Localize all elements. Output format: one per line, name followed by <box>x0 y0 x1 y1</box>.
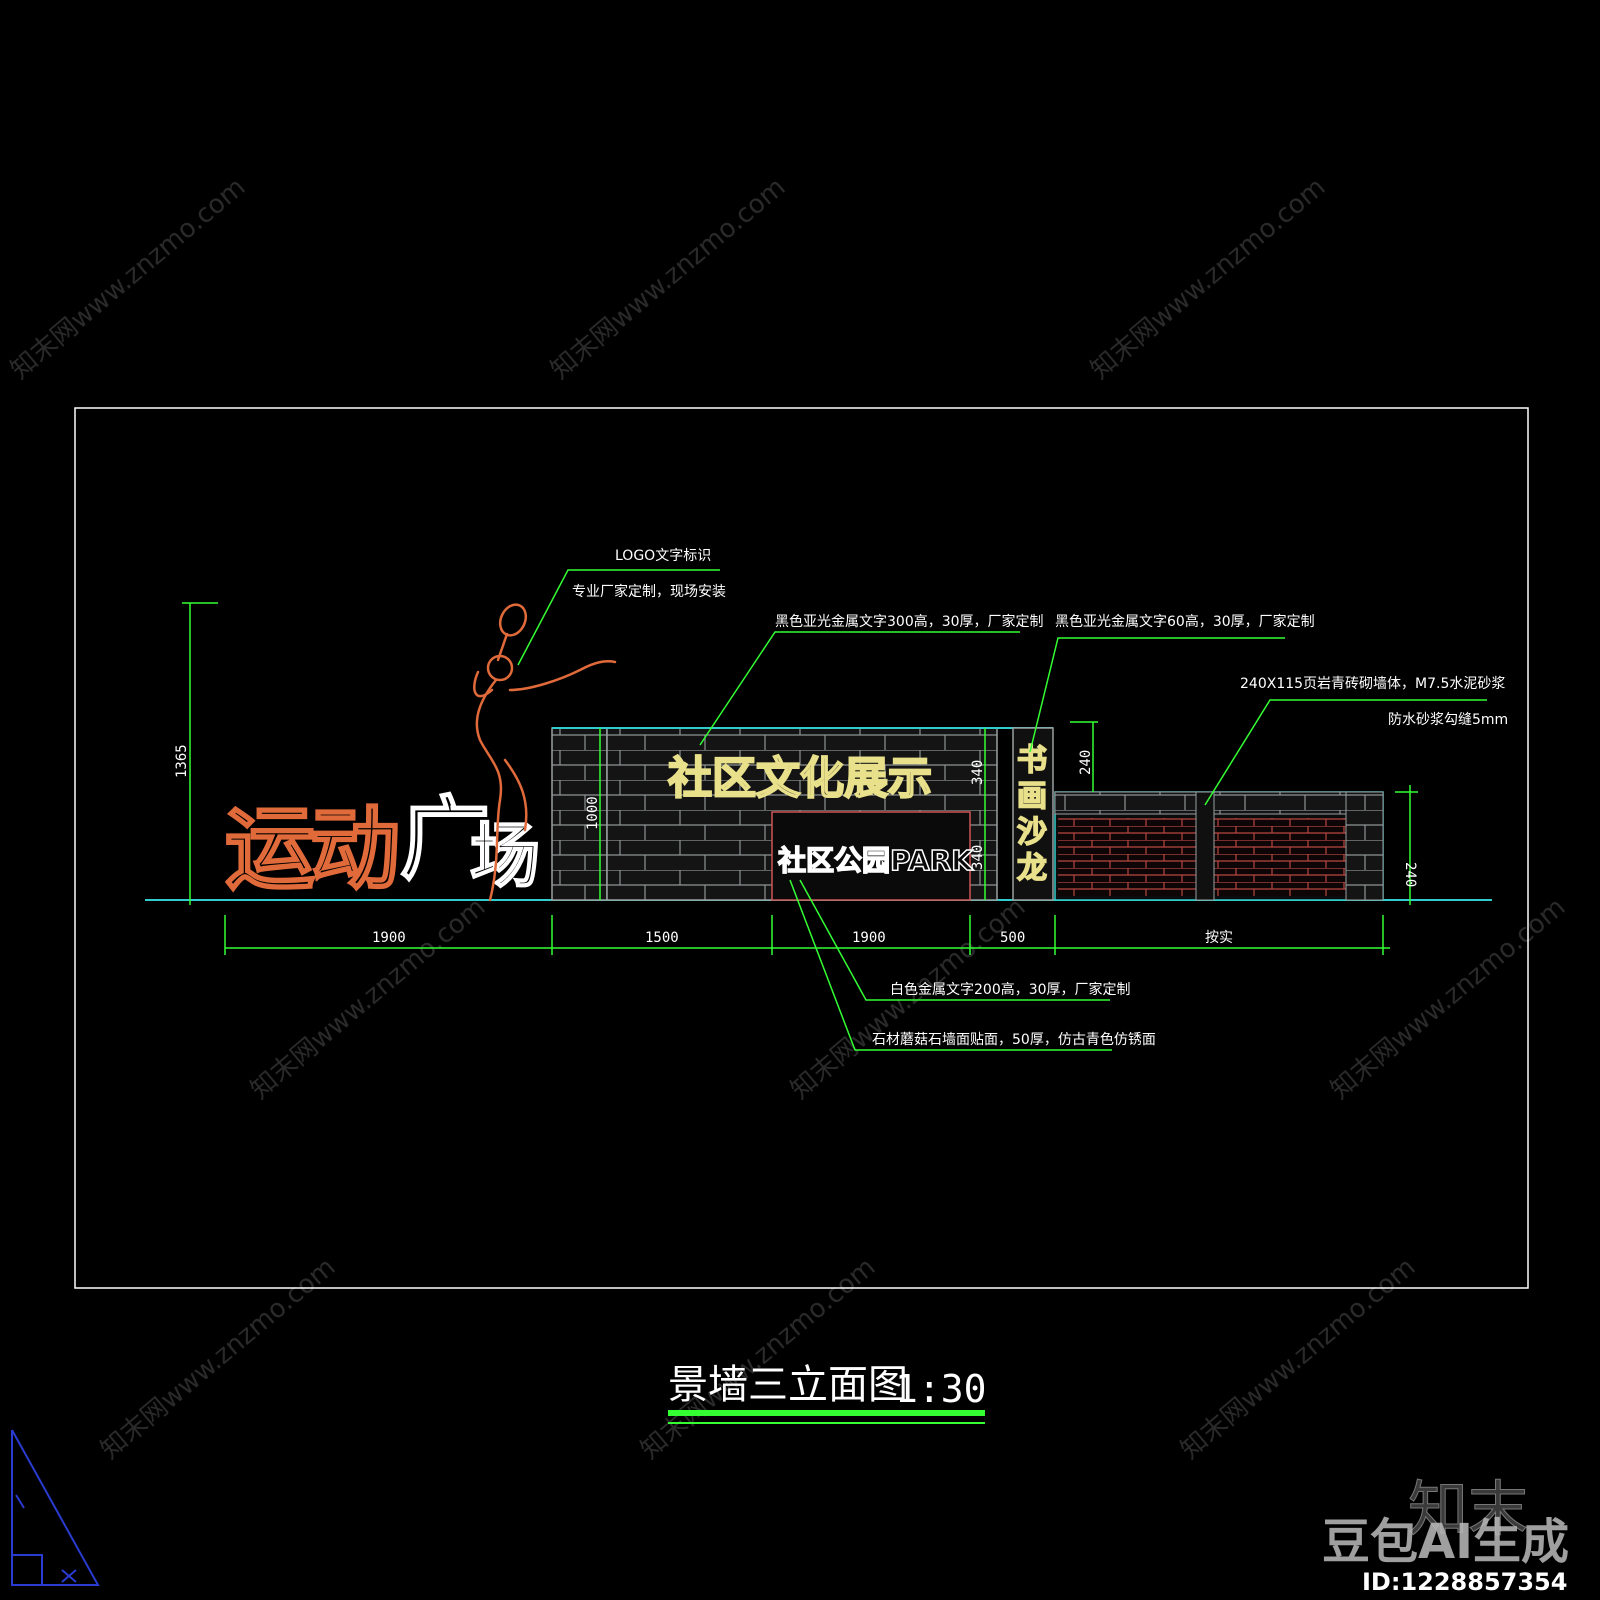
watermark-site-text: 知末网www.znzmo.com <box>1175 1252 1421 1465</box>
brand-watermark: 知末 <box>1408 1475 1528 1545</box>
main-display-wall: 社区文化展示 社区公园PARK <box>552 727 1053 901</box>
note-stone-cladding: 石材蘑菇石墙面贴面，50厚，仿古青色仿锈面 <box>872 1031 1156 1048</box>
note-logo-title: LOGO文字标识 <box>615 548 711 564</box>
dim-side-lower: 340 <box>970 845 986 870</box>
dimension-texts: 1365 1000 340 340 240 240 1900 1500 1900… <box>174 744 1418 946</box>
brick-fence <box>1054 791 1384 901</box>
watermark-site-text: 知末网www.znzmo.com <box>635 1252 881 1465</box>
sport-char-2: 动 <box>310 797 400 902</box>
dim-side-upper: 340 <box>970 760 986 785</box>
drawing-id: ID:1228857354 <box>1362 1568 1567 1596</box>
watermark-site-text: 知末网www.znzmo.com <box>5 172 251 385</box>
sport-char-4: 场 <box>470 815 540 897</box>
drawing-title: 景墙三立面图 <box>668 1362 908 1408</box>
dim-fence-top: 240 <box>1078 750 1094 775</box>
dim-span-2: 1500 <box>645 930 679 946</box>
watermark-site-text: 知末网www.znzmo.com <box>245 892 491 1105</box>
watermark-site-text: 知末网www.znzmo.com <box>785 892 1031 1105</box>
dim-span-5: 按实 <box>1205 930 1233 946</box>
ai-generated-tag: 豆包AI生成 <box>1322 1514 1569 1570</box>
drawing-scale: 1:30 <box>895 1367 987 1411</box>
dimension-lines <box>182 602 1418 955</box>
dim-span-1: 1900 <box>372 930 406 946</box>
stone-wall-left <box>551 727 608 901</box>
dim-wall-height: 1000 <box>585 796 601 830</box>
dim-fence-height: 240 <box>1402 862 1418 887</box>
dim-span-3: 1900 <box>852 930 886 946</box>
note-side-text: 黑色亚光金属文字60高，30厚，厂家定制 <box>1055 613 1315 630</box>
leader-lines <box>517 569 1487 1051</box>
note-park-text: 白色金属文字200高，30厚，厂家定制 <box>890 981 1131 998</box>
park-sign-panel <box>771 811 971 901</box>
side-sign-char-4: 龙 <box>1017 851 1047 886</box>
sport-char-1: 运 <box>225 797 315 902</box>
dim-height-total: 1365 <box>174 744 190 778</box>
badminton-player-logo <box>473 603 617 902</box>
sport-char-3: 广 <box>400 787 490 892</box>
side-sign-char-1: 书 <box>1017 743 1047 778</box>
park-sign-text: 社区公园PARK <box>778 844 974 877</box>
note-main-text: 黑色亚光金属文字300高，30厚，厂家定制 <box>775 613 1044 630</box>
note-brick-joint: 防水砂浆勾缝5mm <box>1388 712 1508 728</box>
drawing-title-block: 景墙三立面图 1:30 <box>668 1362 987 1424</box>
sport-plaza-lettering: 运 动 广 场 <box>224 786 541 903</box>
watermark-site-text: 知末网www.znzmo.com <box>1085 172 1331 385</box>
corner-watermarks: 知末 豆包AI生成 ID:1228857354 <box>1322 1475 1569 1597</box>
note-logo-detail: 专业厂家定制，现场安装 <box>572 583 726 600</box>
watermark-site-text: 知末网www.znzmo.com <box>545 172 791 385</box>
side-sign-pillar: 书 画 沙 龙 <box>1012 727 1054 901</box>
note-brick-wall: 240X115页岩青砖砌墙体，M7.5水泥砂浆 <box>1240 676 1505 692</box>
watermark-site-text: 知末网www.znzmo.com <box>95 1252 341 1465</box>
side-sign-char-2: 画 <box>1017 779 1047 814</box>
side-sign-char-3: 沙 <box>1017 815 1047 850</box>
watermark-site-text: 知末网www.znzmo.com <box>1325 892 1571 1105</box>
annotation-notes: LOGO文字标识 专业厂家定制，现场安装 黑色亚光金属文字300高，30厚，厂家… <box>572 548 1508 1048</box>
ucs-axis-icon <box>11 1429 100 1586</box>
dim-span-4: 500 <box>1000 930 1025 946</box>
main-sign-text: 社区文化展示 <box>668 753 932 804</box>
drawing-frame <box>74 407 1529 1289</box>
